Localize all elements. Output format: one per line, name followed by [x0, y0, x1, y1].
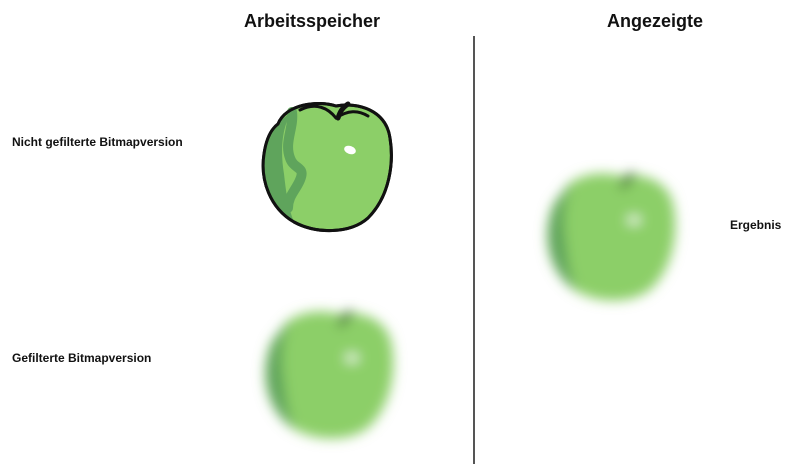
column-divider — [473, 36, 475, 464]
display-heading: Angezeigte — [555, 10, 755, 32]
result-label: Ergebnis — [730, 218, 781, 232]
memory-heading: Arbeitsspeicher — [212, 10, 412, 32]
result-apple-icon — [538, 160, 688, 310]
unfiltered-apple-icon — [258, 96, 398, 236]
filtered-apple-icon — [256, 298, 406, 448]
filtered-bitmap-label: Gefilterte Bitmapversion — [12, 351, 151, 365]
unfiltered-bitmap-label: Nicht gefilterte Bitmapversion — [12, 135, 183, 149]
